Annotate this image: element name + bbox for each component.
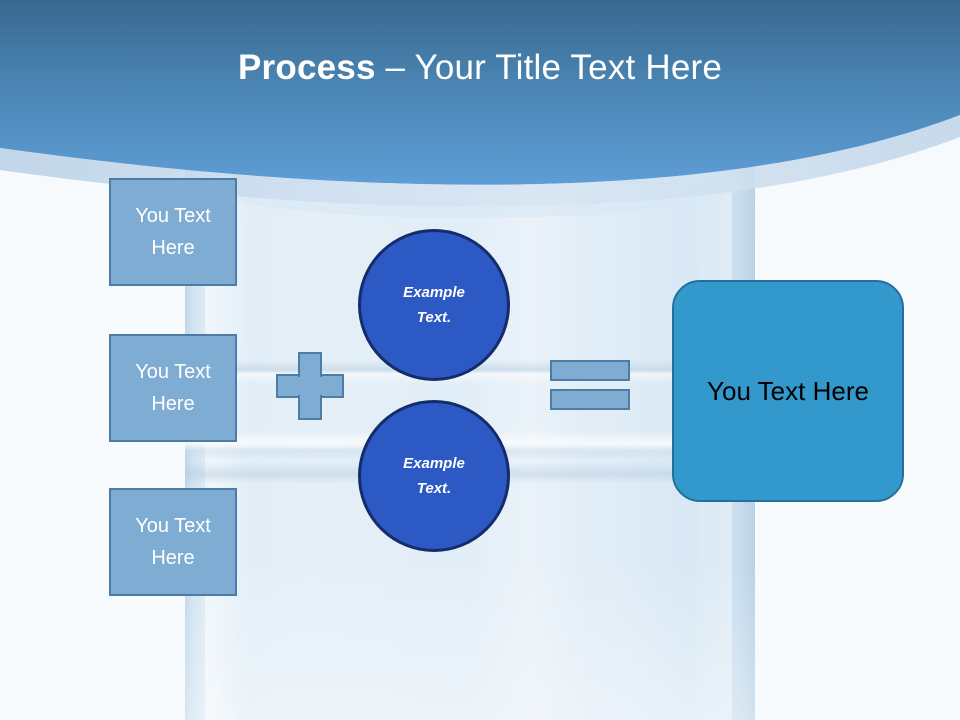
input-text-box-1-label: You Text Here: [135, 205, 211, 259]
equals-icon-top-bar: [550, 360, 630, 381]
equals-icon-bottom-bar: [550, 389, 630, 410]
input-text-box-2-label: You Text Here: [135, 361, 211, 415]
equals-icon[interactable]: [550, 360, 630, 410]
example-circle-1[interactable]: Example Text.: [358, 229, 510, 381]
example-circle-2[interactable]: Example Text.: [358, 400, 510, 552]
example-circle-2-line1: Example: [403, 455, 465, 472]
header-banner: [0, 0, 960, 207]
page-title: Process – Your Title Text Here: [0, 46, 960, 90]
header-gradient-shape: [0, 0, 960, 185]
example-circle-2-text: Example Text.: [403, 451, 465, 501]
header-curve-accent-band: [0, 115, 960, 207]
example-circle-1-line1: Example: [403, 284, 465, 301]
input-text-box-1[interactable]: You Text Here: [109, 178, 237, 286]
example-circle-1-line2: Text.: [416, 309, 452, 326]
plus-icon-fill-vertical: [301, 355, 319, 417]
example-circle-1-text: Example Text.: [403, 280, 465, 330]
glass-bottom-glow: [185, 560, 755, 720]
page-title-bold: Process: [238, 48, 376, 87]
input-text-box-3-label: You Text Here: [135, 515, 211, 569]
result-box-label: You Text Here: [707, 375, 869, 406]
input-text-box-3[interactable]: You Text Here: [109, 488, 237, 596]
result-box[interactable]: You Text Here: [672, 280, 904, 502]
example-circle-2-line2: Text.: [416, 480, 452, 497]
page-title-separator: –: [375, 48, 415, 87]
page-title-rest: Your Title Text Here: [414, 48, 722, 87]
plus-icon[interactable]: [276, 352, 344, 420]
input-text-box-2[interactable]: You Text Here: [109, 334, 237, 442]
